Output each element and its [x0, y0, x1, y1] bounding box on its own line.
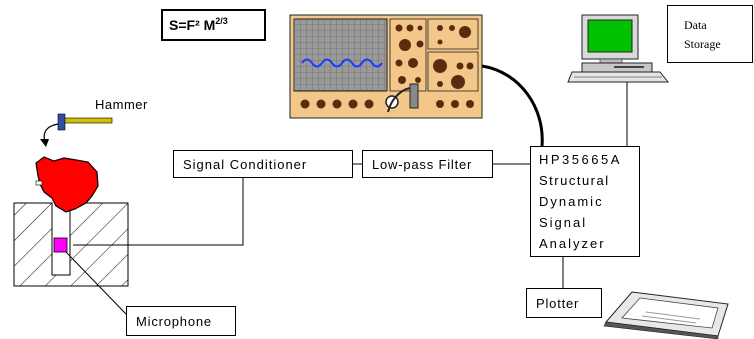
analyzer-line-4: Signal [539, 215, 588, 230]
computer-icon [567, 14, 670, 83]
signal-conditioner-box: Signal Conditioner [173, 150, 353, 178]
formula-text: S=F² M [169, 17, 216, 33]
red-specimen [35, 156, 99, 213]
hatched-block [13, 202, 129, 287]
analyzer-line-2: Structural [539, 173, 610, 188]
specimen-icon [13, 156, 129, 287]
microphone-label: Microphone [136, 314, 212, 329]
data-storage-line-2: Storage [684, 37, 721, 51]
low-pass-filter-label: Low-pass Filter [372, 157, 473, 172]
data-storage-box: Data Storage [667, 5, 753, 63]
analyzer-line-5: Analyzer [539, 236, 606, 251]
hammer-icon [40, 113, 113, 147]
signal-conditioner-label: Signal Conditioner [183, 157, 308, 172]
analyzer-line-3: Dynamic [539, 194, 604, 209]
analyzer-box: HP35665A Structural Dynamic Signal Analy… [530, 146, 640, 257]
analyzer-line-1: HP35665A [539, 152, 622, 167]
oscilloscope-icon [289, 14, 483, 119]
hammer-label: Hammer [95, 97, 148, 112]
formula-exponent: 2/3 [215, 16, 228, 26]
conditioner-to-microphone-line [73, 178, 244, 246]
plotter-label: Plotter [536, 296, 580, 311]
microphone-box: Microphone [126, 306, 236, 336]
oscilloscope-to-analyzer-cable [481, 64, 544, 147]
data-storage-line-1: Data [684, 18, 707, 32]
microphone-sensor [53, 237, 68, 253]
plotter-device-icon [603, 291, 729, 339]
formula-box: S=F² M2/3 [161, 9, 266, 41]
plotter-box: Plotter [526, 288, 602, 318]
low-pass-filter-box: Low-pass Filter [362, 150, 493, 178]
